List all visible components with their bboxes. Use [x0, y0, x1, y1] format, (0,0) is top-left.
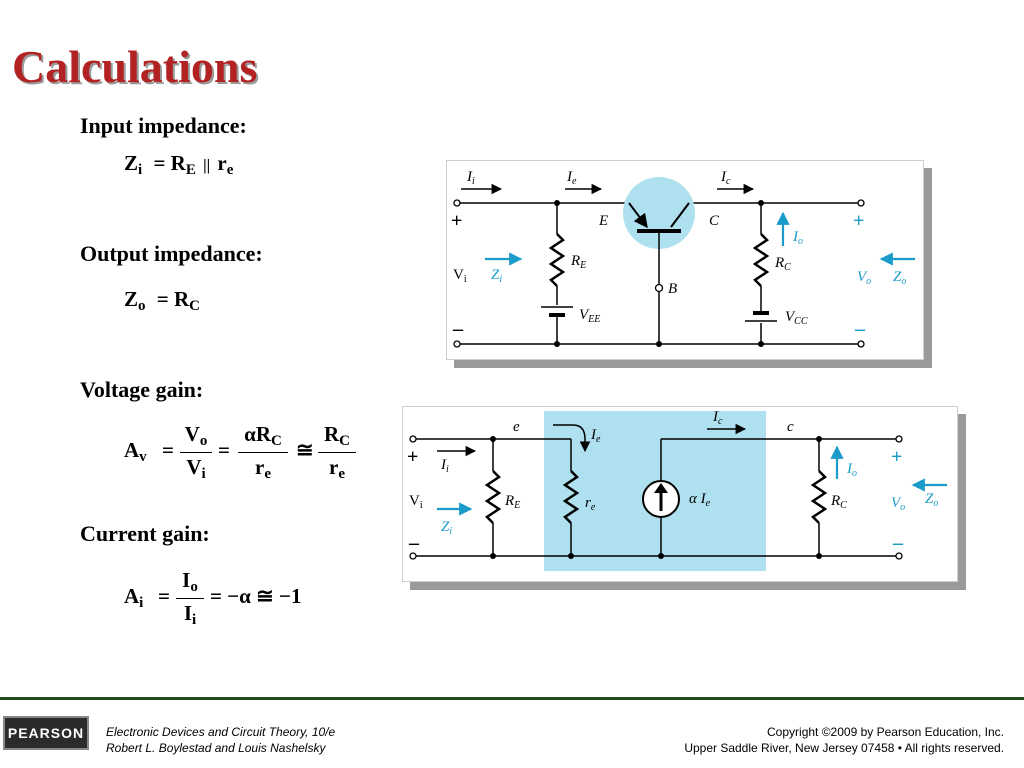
voltage-gain-lhs: Av [124, 438, 147, 465]
c2-plus: + [407, 446, 418, 468]
current-gain-fraction-io-ii: Io Ii [176, 570, 204, 628]
current-gain-lhs: Ai [124, 584, 144, 611]
c1-out-minus: – [854, 318, 866, 340]
voltage-gain-fraction-vo-vi: Vo Vi [180, 424, 212, 482]
c2-label-ie: Ie [590, 427, 601, 445]
c1-label-ie: Ie [566, 169, 577, 187]
c2-label-ic: Ic [712, 409, 723, 427]
c1-label-vi: Vi [453, 267, 467, 285]
c1-label-zi: Zi [491, 267, 502, 285]
circuit1-panel: + – Ii Ie Ic E C B Io Vi Zi RE RC VEE VC… [446, 160, 924, 360]
current-gain-result: = −α ≅ −1 [210, 584, 302, 608]
voltage-gain-heading: Voltage gain: [80, 377, 204, 402]
c2-minus: – [408, 532, 420, 554]
c2-label-vi: Vi [409, 493, 423, 511]
c1-out-plus: + [853, 210, 864, 232]
footer-divider [0, 697, 1024, 700]
c1-minus: – [452, 318, 464, 340]
output-impedance-equation: Zo = RC [124, 287, 200, 314]
circuit2-panel: + – Ii e c Ie Ic Vi Zi RE re α Ie Io RC … [402, 406, 958, 582]
common-base-circuit: + – Ii Ie Ic E C B Io Vi Zi RE RC VEE VC… [451, 169, 915, 348]
c1-label-rc: RC [774, 255, 791, 273]
c1-label-vcc: VCC [785, 309, 808, 327]
c2-label-c: c [787, 419, 794, 435]
voltage-gain-fraction-rc-re: RC re [318, 424, 356, 482]
c1-label-io: Io [792, 229, 803, 247]
c1-label-zo: Zo [893, 269, 906, 287]
voltage-gain-equals-1: = [162, 438, 174, 462]
c2-out-plus: + [891, 446, 902, 468]
c1-plus: + [451, 210, 462, 232]
re-model-circuit: + – Ii e c Ie Ic Vi Zi RE re α Ie Io RC … [407, 409, 947, 571]
voltage-gain-approx: ≅ [296, 438, 314, 462]
pearson-logo: PEARSON [3, 716, 89, 750]
voltage-gain-equals-2: = [218, 438, 230, 462]
c2-label-alpha-ie: α Ie [689, 491, 711, 509]
c1-label-b: B [668, 281, 677, 297]
c2-label-re-big: RE [504, 493, 520, 511]
book-credit: Electronic Devices and Circuit Theory, 1… [106, 725, 336, 755]
slide-title: Calculations [12, 41, 258, 92]
current-gain-equals: = [158, 584, 170, 608]
c2-label-rc: RC [830, 493, 847, 511]
c1-label-e: E [598, 213, 608, 229]
output-impedance-heading: Output impedance: [80, 241, 263, 266]
copyright-notice: Copyright ©2009 by Pearson Education, In… [684, 725, 1004, 755]
c2-label-ii: Ii [440, 457, 449, 475]
current-gain-heading: Current gain: [80, 521, 210, 546]
c1-label-re: RE [570, 253, 586, 271]
voltage-gain-fraction-alpha-rc-re: αRC re [238, 424, 288, 482]
c2-label-vo: Vo [891, 495, 905, 513]
c1-label-ic: Ic [720, 169, 731, 187]
c1-label-vo: Vo [857, 269, 871, 287]
input-impedance-heading: Input impedance: [80, 113, 247, 138]
c2-out-minus: – [892, 532, 904, 554]
c1-label-vee: VEE [579, 307, 600, 325]
c2-label-zo: Zo [925, 491, 938, 509]
c2-label-zi: Zi [441, 519, 452, 537]
input-impedance-equation: Zi = RE || re [124, 151, 234, 178]
c1-label-c: C [709, 213, 720, 229]
c2-label-io: Io [846, 461, 857, 479]
c1-label-ii: Ii [466, 169, 475, 187]
c2-label-e: e [513, 419, 520, 435]
c2-label-re-small: re [585, 495, 596, 513]
